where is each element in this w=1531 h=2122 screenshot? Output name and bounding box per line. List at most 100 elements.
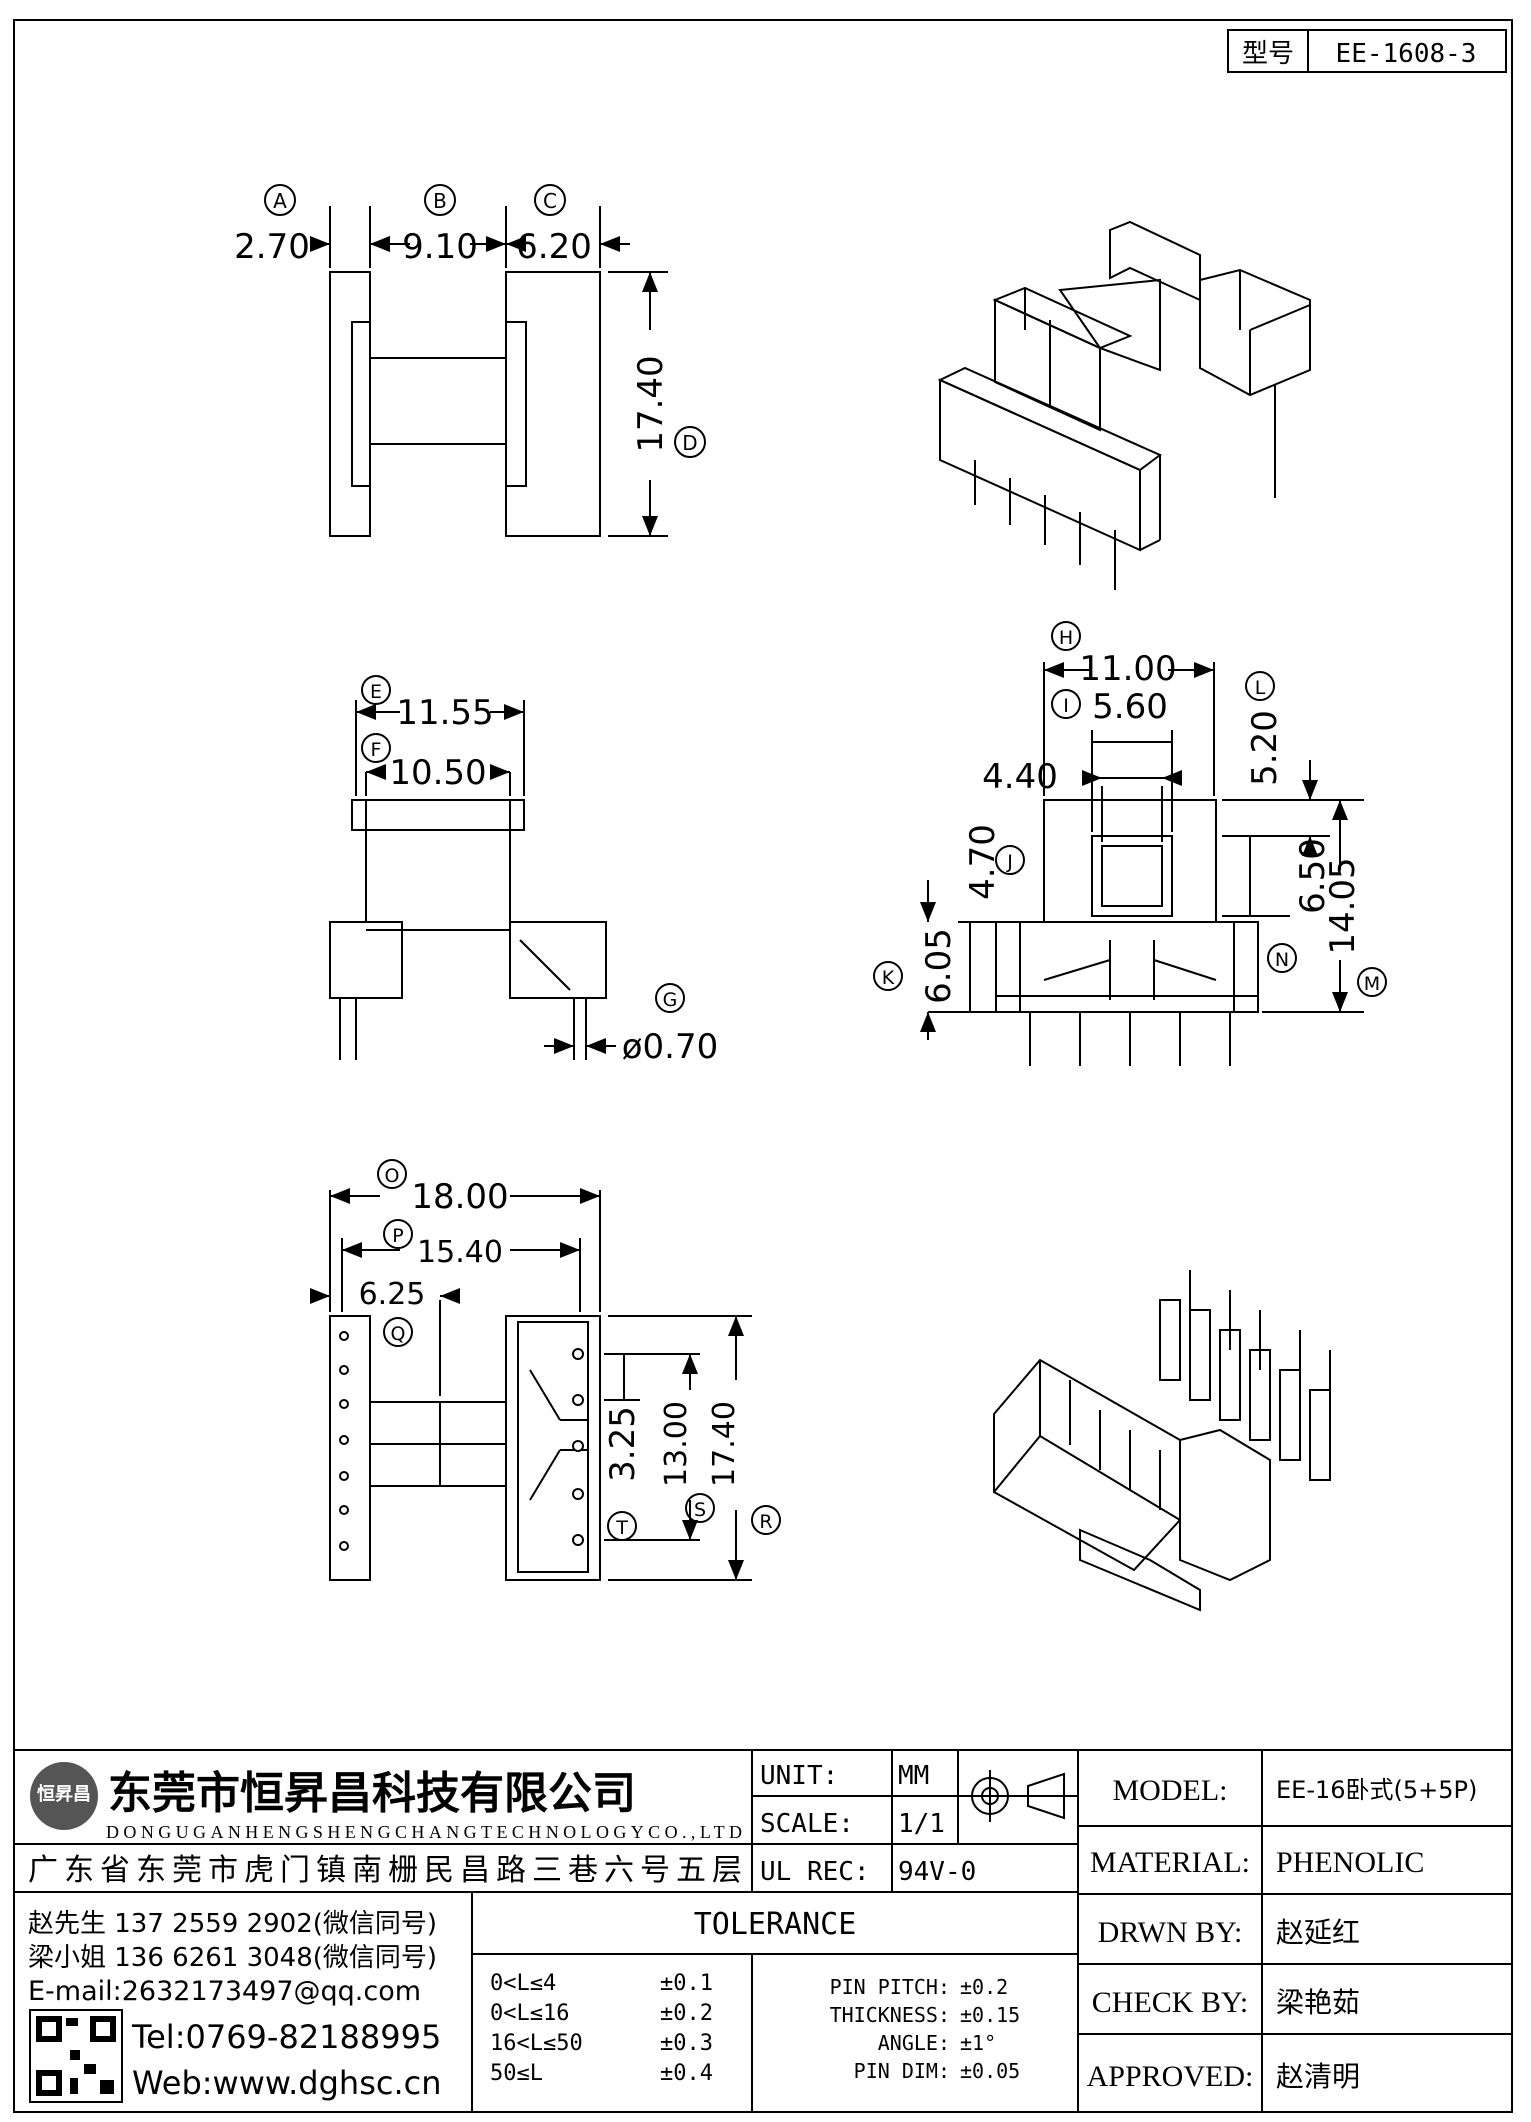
marker-q: Q bbox=[391, 1323, 406, 1345]
tol-value-4: ±0.4 bbox=[660, 2061, 713, 2086]
company-name-en: DONGUGANHENGSHENGCHANGTECHNOLOGYCO.,LTD bbox=[106, 1822, 742, 1842]
bottom-view-labels: O P Q R S T 18.00 15.40 6.25 3.25 13.00 … bbox=[359, 1159, 781, 1541]
tol-value-3: ±0.3 bbox=[660, 2031, 713, 2056]
pin-pitch-label: PIN PITCH: bbox=[830, 1975, 950, 1999]
pin-dim-label: PIN DIM: bbox=[854, 2059, 950, 2083]
marker-d: D bbox=[682, 431, 697, 455]
dim-r: 17.40 bbox=[707, 1401, 742, 1487]
contact-web: Web:www.dghsc.cn bbox=[132, 2064, 442, 2102]
sheet-border bbox=[13, 19, 1513, 2113]
marker-h: H bbox=[1059, 627, 1073, 649]
marker-f: F bbox=[371, 739, 382, 761]
tol-range-3: 16<L≤50 bbox=[490, 2031, 583, 2056]
approved-value: 赵清明 bbox=[1276, 2060, 1360, 2093]
projection-symbol-icon bbox=[964, 1770, 1065, 1822]
model-value: EE-16卧式(5+5P) bbox=[1276, 1776, 1477, 1804]
tol-value-1: ±0.1 bbox=[660, 1971, 713, 1996]
company-logo: 恒昇昌 bbox=[30, 1762, 98, 1830]
thickness-tol: ±0.15 bbox=[960, 2003, 1020, 2027]
scale-value: 1/1 bbox=[898, 1809, 945, 1839]
marker-p: P bbox=[392, 1225, 403, 1247]
front-view bbox=[920, 662, 1364, 1066]
side-view-labels: E F G 11.55 10.50 ø0.70 bbox=[361, 675, 719, 1067]
dim-t: 3.25 bbox=[603, 1406, 643, 1482]
contact-tel: Tel:0769-82188995 bbox=[131, 2018, 441, 2056]
material-label: MATERIAL: bbox=[1090, 1846, 1250, 1879]
dim-q: 6.25 bbox=[359, 1277, 426, 1312]
part-number: EE-1608-3 bbox=[1336, 39, 1477, 69]
dim-j-height: 4.70 bbox=[963, 824, 1003, 900]
check-by-label: CHECK BY: bbox=[1092, 1986, 1248, 2019]
dim-o: 18.00 bbox=[411, 1177, 508, 1217]
marker-o: O bbox=[385, 1165, 400, 1187]
bottom-view-pins bbox=[339, 1331, 584, 1551]
part-label: 型号 bbox=[1242, 39, 1294, 69]
part-number-box: 型号 EE-1608-3 bbox=[1227, 29, 1507, 73]
dim-k: 6.05 bbox=[919, 928, 959, 1004]
thickness-label: THICKNESS: bbox=[830, 2003, 950, 2027]
approved-label: APPROVED: bbox=[1087, 2060, 1254, 2093]
bottom-view bbox=[310, 1188, 752, 1581]
company-name-cn: 东莞市恒昇昌科技有限公司 bbox=[108, 1768, 636, 1819]
dim-s: 13.00 bbox=[659, 1401, 694, 1487]
marker-g: G bbox=[663, 989, 678, 1011]
dim-e: 11.55 bbox=[396, 693, 493, 733]
dim-i: 5.60 bbox=[1092, 687, 1168, 727]
svg-text:恒昇昌: 恒昇昌 bbox=[37, 1783, 91, 1805]
marker-m: M bbox=[1364, 973, 1380, 995]
title-block-grid bbox=[14, 1749, 1512, 2112]
dim-a: 2.70 bbox=[234, 227, 310, 267]
marker-b: B bbox=[433, 189, 447, 213]
dim-c: 6.20 bbox=[516, 227, 592, 267]
contact-1: 赵先生 137 2559 2902(微信同号) bbox=[28, 1909, 437, 1939]
tolerance-title: TOLERANCE bbox=[694, 1907, 857, 1942]
marker-c: C bbox=[543, 189, 557, 213]
dim-h: 11.00 bbox=[1079, 649, 1176, 689]
marker-n: N bbox=[1275, 949, 1289, 971]
unit-label: UNIT: bbox=[760, 1761, 838, 1791]
front-view-labels: H I J K L M N 11.00 5.60 4.40 5.20 4.70 … bbox=[873, 621, 1387, 1004]
marker-r: R bbox=[759, 1511, 772, 1533]
side-view bbox=[329, 700, 616, 1060]
check-by-value: 梁艳茹 bbox=[1276, 1986, 1360, 2019]
scale-label: SCALE: bbox=[760, 1809, 854, 1839]
drawn-by-value: 赵延红 bbox=[1276, 1916, 1360, 1949]
ulrec-value: 94V-0 bbox=[898, 1857, 976, 1887]
marker-j: J bbox=[1006, 851, 1013, 873]
dim-n: 6.50 bbox=[1293, 838, 1333, 914]
marker-k: K bbox=[882, 967, 895, 989]
marker-a: A bbox=[273, 189, 287, 213]
dim-f: 10.50 bbox=[389, 753, 486, 793]
contact-2: 梁小姐 136 6261 3048(微信同号) bbox=[28, 1943, 437, 1973]
pin-pitch-tol: ±0.2 bbox=[960, 1975, 1008, 1999]
model-label: MODEL: bbox=[1113, 1774, 1228, 1807]
marker-e: E bbox=[370, 681, 382, 703]
tol-range-4: 50≤L bbox=[490, 2061, 543, 2086]
dim-g: ø0.70 bbox=[622, 1027, 719, 1067]
angle-tol: ±1° bbox=[960, 2031, 996, 2055]
tol-range-1: 0<L≤4 bbox=[490, 1971, 556, 1996]
contact-email: E-mail:2632173497@qq.com bbox=[28, 1976, 421, 2007]
dim-b: 9.10 bbox=[402, 227, 478, 267]
company-address: 广东省东莞市虎门镇南栅民昌路三巷六号五层 bbox=[28, 1853, 742, 1888]
angle-label: ANGLE: bbox=[878, 2031, 950, 2055]
dim-d: 17.40 bbox=[631, 355, 671, 452]
unit-value: MM bbox=[898, 1761, 929, 1791]
marker-l: L bbox=[1255, 677, 1266, 699]
material-value: PHENOLIC bbox=[1276, 1846, 1424, 1879]
marker-s: S bbox=[694, 1499, 706, 1521]
qr-code-icon bbox=[29, 2009, 123, 2103]
drawn-by-label: DRWN BY: bbox=[1098, 1916, 1243, 1949]
dim-m: 14.05 bbox=[1323, 857, 1363, 954]
marker-i: I bbox=[1063, 695, 1069, 717]
pin-dim-tol: ±0.05 bbox=[960, 2059, 1020, 2083]
tol-range-2: 0<L≤16 bbox=[490, 2001, 569, 2026]
top-view bbox=[310, 206, 668, 537]
dim-l: 5.20 bbox=[1245, 710, 1285, 786]
dim-j-width: 4.40 bbox=[982, 757, 1058, 797]
dim-p: 15.40 bbox=[417, 1235, 503, 1270]
isometric-view-top bbox=[937, 220, 1311, 590]
tol-value-2: ±0.2 bbox=[660, 2001, 713, 2026]
marker-t: T bbox=[615, 1517, 628, 1539]
